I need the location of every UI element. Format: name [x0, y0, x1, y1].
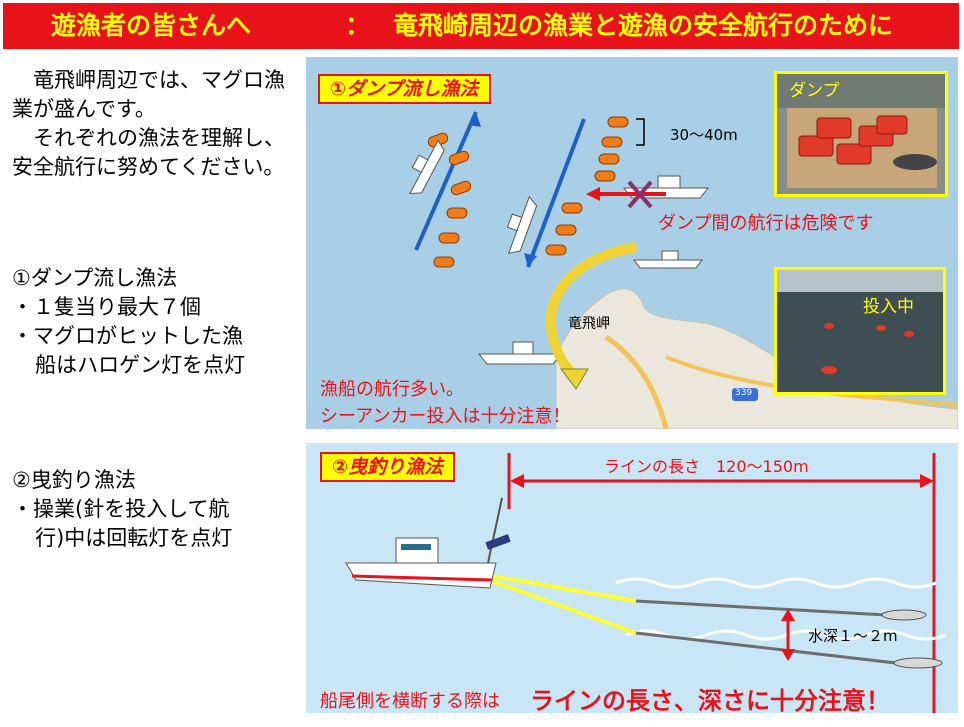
dump-fishing-panel: ①ダンプ流し漁法 30～40m ダンプ間の航行は危険です 竜飛岬 339 漁船の…: [306, 57, 958, 429]
buoy: [450, 180, 472, 196]
title-banner: 遊漁者の皆さんへ ： 竜飛崎周辺の漁業と遊漁の安全航行のために: [3, 3, 959, 49]
section-2-bullet-1b: 行)中は回転灯を点灯: [35, 526, 233, 550]
title-left: 遊漁者の皆さんへ: [51, 11, 252, 40]
warning-line-1: 漁船の航行多い。: [320, 379, 464, 400]
warning-line-2: シーアンカー投入は十分注意！: [320, 406, 571, 427]
section-1-heading: ①ダンプ流し漁法: [12, 266, 178, 290]
intro-line-2: それぞれの漁法を理解し、安全航行に努めてください。: [12, 126, 285, 179]
buoy: [446, 207, 468, 219]
title-right: 竜飛崎周辺の漁業と遊漁の安全航行のために: [393, 11, 894, 40]
buoy: [607, 116, 629, 128]
buoy: [545, 244, 567, 256]
trolling-diagram: [345, 453, 947, 713]
buoy: [594, 170, 616, 182]
section-1-bullet-2a: ・マグロがヒットした漁: [12, 324, 243, 348]
buoy: [433, 256, 455, 268]
line-length-label: ラインの長さ 120～150m: [604, 457, 809, 476]
intro-text: 竜飛岬周辺では、マグロ漁業が盛んです。 それぞれの漁法を理解し、安全航行に努めて…: [12, 66, 294, 182]
danger-arrow-head: [586, 187, 600, 201]
trolling-warning-large: ラインの長さ、深さに十分注意！: [530, 687, 890, 713]
dump-photo-caption: ダンプ: [789, 81, 840, 101]
danger-label: ダンプ間の航行は危険です: [658, 213, 874, 234]
trolling-warning-small: 船尾側を横断する際は: [320, 691, 500, 712]
trolling-boat: [345, 497, 511, 589]
fishing-boat-5: [477, 341, 563, 365]
panel-1-label: ①ダンプ流し漁法: [318, 74, 491, 104]
deploying-photo: 投入中: [774, 267, 946, 395]
deploying-photo-caption: 投入中: [863, 297, 914, 317]
buoy: [598, 153, 620, 165]
curved-path-arrow: [545, 242, 637, 379]
dump-buoys-photo: ダンプ: [774, 71, 948, 197]
coast-road: [604, 334, 669, 429]
line-length-arrowhead-left: [510, 474, 524, 488]
troll-line-2-yellow: [485, 577, 637, 635]
section-1-text: ①ダンプ流し漁法 ・１隻当り最大７個 ・マグロがヒットした漁 船はハロゲン灯を点…: [12, 264, 302, 380]
deploying-illustration: [777, 270, 943, 392]
fishing-boat-2: [506, 195, 538, 254]
spacing-bracket: [636, 118, 645, 146]
drift-line-2: [526, 118, 586, 268]
spacing-label: 30～40m: [670, 126, 738, 144]
troll-line-1-grey: [635, 599, 887, 617]
no-entry-x-icon: [627, 180, 653, 209]
section-1-bullet-1: ・１隻当り最大７個: [12, 295, 201, 319]
line-length-arrowhead-right: [920, 474, 934, 488]
curved-path-arrowhead: [560, 368, 589, 390]
fishing-boat-4: [633, 250, 703, 269]
drift-line-1-arrowhead: [468, 112, 481, 127]
buoy: [561, 202, 583, 214]
lure-2: [893, 657, 943, 669]
intro-line-1: 竜飛岬周辺では、マグロ漁業が盛んです。: [12, 68, 285, 121]
section-1-bullet-2b: 船はハロゲン灯を点灯: [35, 353, 246, 377]
route-339-sign: [732, 388, 758, 401]
wave-1: [615, 577, 937, 589]
fishing-boat-1: [409, 139, 445, 195]
route-label: 339: [735, 388, 753, 398]
buoy: [448, 150, 470, 166]
section-2-text: ②曳釣り漁法 ・操業(針を投入して航 行)中は回転灯を点灯: [12, 466, 302, 553]
panel-2-label: ②曳釣り漁法: [320, 452, 456, 482]
lure-1: [881, 609, 927, 621]
buoy: [555, 224, 577, 236]
buoy: [438, 232, 460, 244]
troll-line-1-yellow: [485, 573, 637, 603]
depth-arrowhead-top: [781, 609, 795, 621]
buoy: [601, 136, 623, 148]
section-2-bullet-1a: ・操業(針を投入して航: [12, 497, 230, 521]
coast-road-2: [665, 355, 958, 407]
depth-arrowhead-bottom: [781, 649, 795, 661]
cape-label: 竜飛岬: [568, 316, 610, 332]
dump-buoys-illustration: [777, 74, 945, 188]
drift-line-2-arrowhead: [524, 253, 537, 267]
troll-line-2-grey: [635, 631, 897, 665]
title-separator: ：: [345, 11, 371, 40]
depth-label: 水深１～２m: [808, 627, 898, 645]
section-2-heading: ②曳釣り漁法: [12, 468, 136, 492]
drift-line-1: [414, 111, 478, 251]
trolling-panel: ②曳釣り漁法 ラインの長さ 120～150m 水深１～２m 船尾側を横断する際は…: [306, 443, 958, 713]
